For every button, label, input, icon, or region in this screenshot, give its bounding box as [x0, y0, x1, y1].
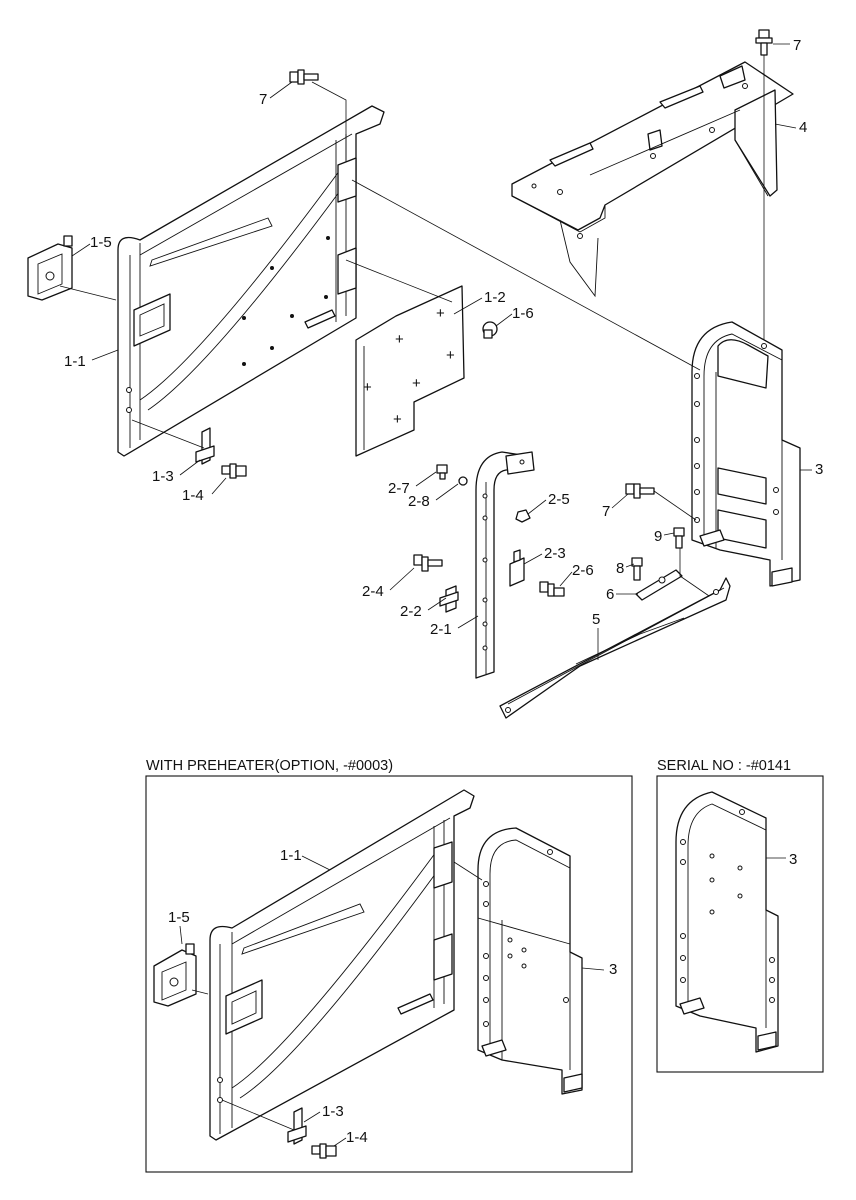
bolt-part-8 — [631, 557, 643, 581]
callout-grommet: 1-6 — [512, 305, 534, 322]
bolt-part-2-6 — [539, 581, 565, 597]
callout-bracket: 4 — [799, 119, 807, 136]
bolt-7-top-left — [289, 69, 319, 85]
side-door-panel-1-1 — [117, 105, 385, 457]
radiator-stay-part-3 — [691, 321, 801, 587]
svg-text:+: + — [393, 411, 402, 428]
assembly-line-bolt-to-door — [311, 81, 347, 160]
callout-inset-latch: 1-5 — [168, 909, 190, 926]
bolt-part-1-4 — [221, 463, 247, 479]
nut-part-2-5 — [515, 509, 531, 523]
bolt-part-2-7 — [436, 464, 448, 480]
bolt-part-2-4 — [413, 554, 443, 572]
callout-bolt-1-4: 1-4 — [182, 487, 204, 504]
inset-with-preheater: WITH PREHEATER(OPTION, -#0003) — [145, 758, 633, 1173]
assembly-line-panel-to-door — [345, 259, 453, 303]
callout-bolt-mid-right: 7 — [602, 503, 610, 520]
svg-text:+: + — [395, 331, 404, 348]
inset-serial-number: SERIAL NO : -#0141 3 — [656, 758, 824, 1073]
bolt-7-top-right — [755, 29, 773, 56]
callout-rail-5: 5 — [592, 611, 600, 628]
callout-bolt-2-7: 2-7 — [388, 480, 410, 497]
upper-bracket-part-4 — [511, 61, 794, 298]
washer-part-2-8 — [458, 476, 468, 486]
assembly-line-bolt7-to-stay — [653, 490, 697, 521]
callout-bolt-8: 8 — [616, 560, 624, 577]
svg-text:+: + — [363, 379, 372, 396]
assembly-line-pin-to-rail — [679, 548, 713, 599]
callout-serial-stay: 3 — [789, 851, 797, 868]
callouts-main: 7 7 4 1-5 1-2 1-6 1-1 3 1-3 1-4 2-7 2-8 … — [64, 37, 823, 660]
callout-post-2-1: 2-1 — [430, 621, 452, 638]
callout-bolt-2-4: 2-4 — [362, 583, 384, 600]
callout-clip-2-2: 2-2 — [400, 603, 422, 620]
svg-text:+: + — [446, 347, 455, 364]
assembly-line-latch-to-door — [59, 285, 117, 301]
callout-clip-1-3: 1-3 — [152, 468, 174, 485]
callout-bolt-2-6: 2-6 — [572, 562, 594, 579]
svg-text:+: + — [436, 305, 445, 322]
callout-inset-bolt: 1-4 — [346, 1129, 368, 1146]
callout-washer-2-8: 2-8 — [408, 493, 430, 510]
rail-part-5 — [499, 577, 731, 719]
callout-door: 1-1 — [64, 353, 86, 370]
grommet-part-1-6 — [482, 321, 498, 339]
inset-preheater-frame — [145, 775, 633, 1173]
bracket-part-2-3 — [509, 549, 525, 587]
bolt-7-mid-right — [625, 483, 655, 499]
clip-part-2-2 — [439, 585, 459, 613]
pin-part-9 — [673, 527, 685, 549]
assembly-line-clip-to-door — [131, 419, 205, 449]
latch-part-1-5 — [27, 235, 73, 301]
callout-panel-1-2: 1-2 — [484, 289, 506, 306]
post-part-2-1 — [475, 451, 535, 679]
callout-inset-door: 1-1 — [280, 847, 302, 864]
inset-serial-frame — [656, 775, 824, 1073]
link-part-6 — [635, 569, 683, 601]
callout-bracket-2-3: 2-3 — [544, 545, 566, 562]
callout-bolt-top-right: 7 — [793, 37, 801, 54]
callout-inset-stay: 3 — [609, 961, 617, 978]
callout-inset-clip: 1-3 — [322, 1103, 344, 1120]
insulation-panel-1-2: + + + + + + — [355, 285, 465, 457]
callout-bolt-top-left: 7 — [259, 91, 267, 108]
callout-link-6: 6 — [606, 586, 614, 603]
svg-text:+: + — [412, 375, 421, 392]
clip-part-1-3 — [195, 427, 215, 465]
callout-latch: 1-5 — [90, 234, 112, 251]
inset-preheater-caption: WITH PREHEATER(OPTION, -#0003) — [146, 758, 393, 774]
inset-serial-caption: SERIAL NO : -#0141 — [657, 758, 791, 774]
callout-pin-9: 9 — [654, 528, 662, 545]
assembly-line-door-to-stay — [351, 179, 701, 371]
callout-stay: 3 — [815, 461, 823, 478]
callout-nut-2-5: 2-5 — [548, 491, 570, 508]
